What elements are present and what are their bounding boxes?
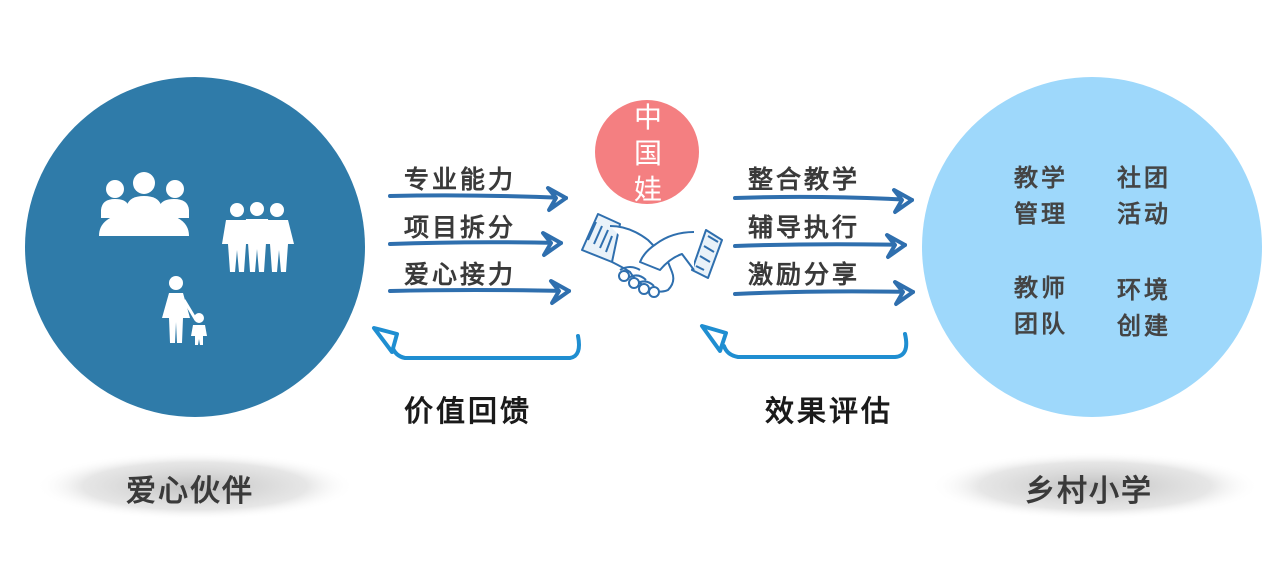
- right-party-circle: [922, 77, 1262, 417]
- cell-line: 管理: [1014, 200, 1068, 228]
- right-arrow-label-2: 辅导执行: [748, 213, 861, 242]
- left-party-circle: [25, 77, 365, 417]
- center-badge-circle: [595, 100, 699, 204]
- cell-line: 活动: [1117, 200, 1171, 228]
- left-arrow-label-2: 项目拆分: [404, 213, 517, 242]
- cell-line: 创建: [1117, 312, 1171, 340]
- left-feedback-arrow: [372, 326, 581, 360]
- right-arrow-1: [733, 188, 914, 214]
- right-arrow-label-3: 激励分享: [748, 260, 861, 289]
- left-arrow-3: [388, 279, 571, 305]
- center-badge-text: 中国娃: [633, 101, 662, 206]
- meeting-group-icon: [99, 172, 189, 236]
- right-arrow-label-1: 整合教学: [748, 165, 861, 194]
- left-feedback-label: 价值回馈: [404, 394, 533, 428]
- right-shadow: [930, 452, 1260, 520]
- left-party-label: 爱心伙伴: [126, 474, 254, 509]
- right-party-label: 乡村小学: [1025, 474, 1153, 509]
- three-people-icon: [222, 202, 294, 272]
- left-shadow: [35, 452, 355, 520]
- left-arrow-label-3: 爱心接力: [404, 260, 517, 289]
- cell-line: 团队: [1014, 310, 1068, 338]
- left-arrow-2: [388, 231, 563, 257]
- cell-line: 环境: [1117, 276, 1171, 304]
- school-cell-environment-building: 环境 创建: [1117, 272, 1197, 344]
- left-arrow-1: [388, 186, 568, 212]
- cell-line: 社团: [1117, 164, 1171, 192]
- cell-line: 教师: [1014, 274, 1068, 302]
- school-cell-teacher-team: 教师 团队: [1014, 270, 1094, 342]
- school-cell-teaching-management: 教学 管理: [1014, 160, 1094, 232]
- right-arrow-2: [733, 233, 907, 259]
- right-feedback-arrow: [700, 324, 909, 359]
- school-cell-club-activities: 社团 活动: [1117, 160, 1197, 232]
- right-feedback-label: 效果评估: [765, 394, 894, 428]
- cell-line: 教学: [1014, 164, 1068, 192]
- left-arrow-label-1: 专业能力: [404, 165, 517, 194]
- parent-child-icon: [162, 276, 207, 345]
- right-arrow-3: [733, 280, 915, 306]
- handshake-icon: [581, 213, 723, 298]
